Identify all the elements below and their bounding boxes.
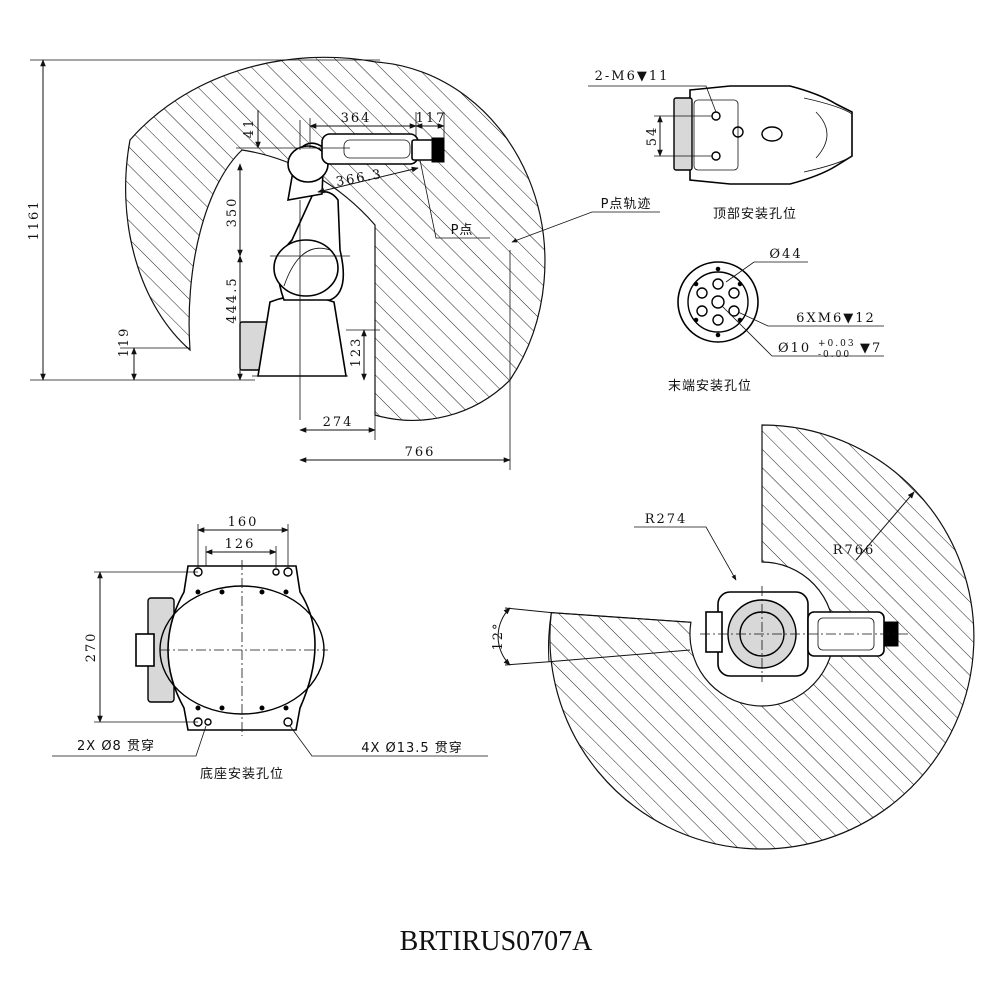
robot-side [236,120,445,420]
shoulder-motor [273,239,339,297]
flange-threads: 6XM6▼12 [796,311,876,326]
flange-tol-upper: +0.03 [818,339,856,349]
dim-160: 160 [228,515,259,530]
base-plate [167,565,316,731]
forearm [321,133,419,165]
hole-small-callout: 2X Ø8 贯穿 [77,738,155,754]
dim-350: 350 [225,197,240,228]
p-trajectory-label: P点轨迹 [601,197,652,212]
r-274: R274 [645,512,688,527]
flange-bore-depth: ▼7 [860,341,882,356]
dim-123: 123 [349,337,364,368]
robot-base [257,295,347,377]
dim-444-5: 444.5 [225,276,240,323]
plan-view: 12° R274 R766 [491,424,975,850]
base-mount-caption: 底座安装孔位 [200,766,284,782]
end-flange-caption: 末端安装孔位 [668,379,752,394]
top-mount-view: 2-M6▼11 54 顶部安装孔位 [588,69,853,222]
plan-workspace-annulus [549,424,975,850]
dim-54: 54 [645,126,660,147]
dim-274: 274 [323,415,354,430]
dim-766: 766 [405,445,436,460]
hole-large-callout: 4X Ø13.5 贯穿 [361,740,463,756]
tool-flange [431,137,445,163]
flange-bore-dia: Ø10 [778,341,811,356]
top-mount-callout: 2-M6▼11 [595,69,670,84]
dim-119: 119 [117,327,132,358]
flange-holes [696,278,740,326]
robot-plan [700,586,908,682]
angle-12: 12° [491,621,506,650]
dim-dia-44: Ø44 [769,247,802,262]
model-title: BRTIRUS0707A [400,926,594,957]
end-flange-view: Ø44 6XM6▼12 Ø10 +0.03 -0.00 ▼7 末端安装孔位 [668,247,884,394]
wrist [411,139,435,161]
dim-126: 126 [225,537,256,552]
dim-364: 364 [341,111,372,126]
p-point-label: P点 [451,223,474,238]
r-766: R766 [833,543,876,558]
flange-tol-lower: -0.00 [818,350,851,360]
dim-41: 41 [242,118,257,139]
dim-1161: 1161 [27,199,42,240]
base-mount-view: 160 126 270 2X Ø8 贯穿 4X Ø13.5 贯穿 底座安装孔位 [52,515,488,782]
base-dots [195,589,289,711]
top-mount-caption: 顶部安装孔位 [713,207,797,222]
dim-270: 270 [84,632,99,663]
side-view: 1161 119 350 444.5 41 364 117 366.3 P点 P… [27,56,660,470]
flange-center-bore [711,295,725,309]
dim-117: 117 [416,111,447,126]
